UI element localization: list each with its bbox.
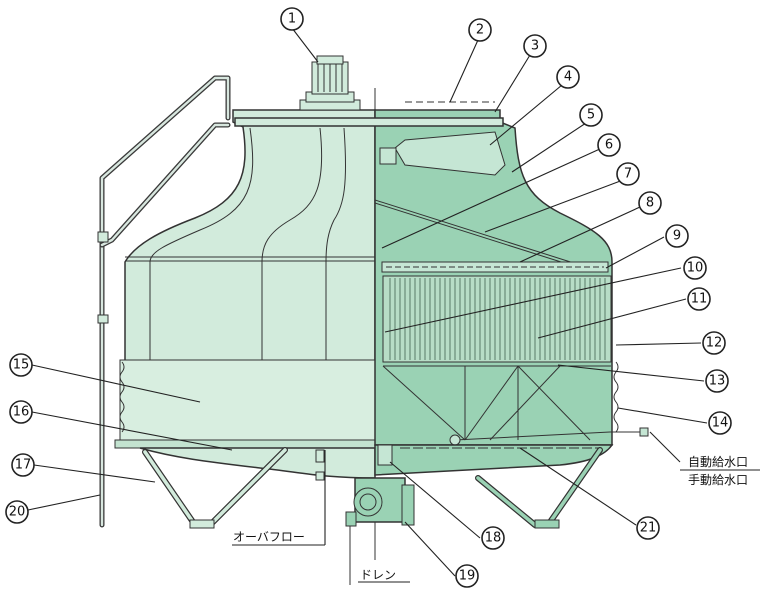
tower-exterior-half — [114, 109, 376, 481]
callout-markers: 1 2 3 4 5 6 7 8 9 10 11 12 13 14 15 16 1… — [5, 7, 732, 588]
svg-text:19: 19 — [459, 569, 476, 584]
callout-19: 19 — [455, 564, 479, 588]
svg-text:16: 16 — [13, 405, 30, 420]
label-drain: ドレン — [360, 568, 396, 582]
callout-16: 16 — [9, 400, 33, 424]
svg-text:11: 11 — [691, 292, 708, 307]
callout-6: 6 — [597, 133, 621, 157]
tower-cutaway-half — [374, 101, 649, 476]
top-cap-and-motor — [234, 55, 504, 127]
callout-12: 12 — [702, 331, 726, 355]
callout-13: 13 — [705, 369, 729, 393]
svg-text:4: 4 — [564, 70, 572, 85]
callout-7: 7 — [616, 162, 640, 186]
callout-2: 2 — [468, 18, 492, 42]
svg-text:3: 3 — [531, 39, 539, 54]
callout-14: 14 — [708, 411, 732, 435]
callout-15: 15 — [9, 353, 33, 377]
callout-17: 17 — [11, 453, 35, 477]
side-labels: 自動給水口 手動給水口 オーバフロー ドレン — [233, 455, 748, 582]
callout-10: 10 — [683, 256, 707, 280]
svg-text:10: 10 — [687, 261, 704, 276]
label-overflow: オーバフロー — [233, 530, 305, 544]
callout-20: 20 — [5, 500, 29, 524]
callout-21: 21 — [636, 516, 660, 540]
svg-text:6: 6 — [605, 138, 613, 153]
fill-fins — [389, 278, 606, 360]
svg-text:2: 2 — [476, 23, 484, 38]
label-manual-feed: 手動給水口 — [688, 473, 748, 487]
svg-text:15: 15 — [13, 358, 30, 373]
svg-text:21: 21 — [640, 521, 657, 536]
callout-11: 11 — [687, 287, 711, 311]
label-auto-feed: 自動給水口 — [688, 455, 748, 469]
support-legs — [142, 447, 603, 529]
svg-text:12: 12 — [706, 336, 723, 351]
svg-text:17: 17 — [15, 458, 32, 473]
handrail-ladder — [97, 75, 231, 528]
svg-text:9: 9 — [673, 229, 681, 244]
outlet-pipe — [345, 477, 415, 585]
callout-4: 4 — [556, 65, 580, 89]
svg-text:7: 7 — [624, 167, 632, 182]
callout-8: 8 — [638, 191, 662, 215]
callout-18: 18 — [481, 526, 505, 550]
svg-text:1: 1 — [288, 12, 296, 27]
callout-1: 1 — [280, 7, 304, 31]
svg-text:20: 20 — [9, 505, 26, 520]
callout-5: 5 — [579, 103, 603, 127]
svg-text:8: 8 — [646, 196, 654, 211]
svg-text:18: 18 — [485, 531, 502, 546]
svg-text:13: 13 — [709, 374, 726, 389]
callout-9: 9 — [665, 224, 689, 248]
callout-3: 3 — [523, 34, 547, 58]
svg-text:14: 14 — [712, 416, 729, 431]
leader-lines — [27, 27, 760, 583]
svg-text:5: 5 — [587, 108, 595, 123]
